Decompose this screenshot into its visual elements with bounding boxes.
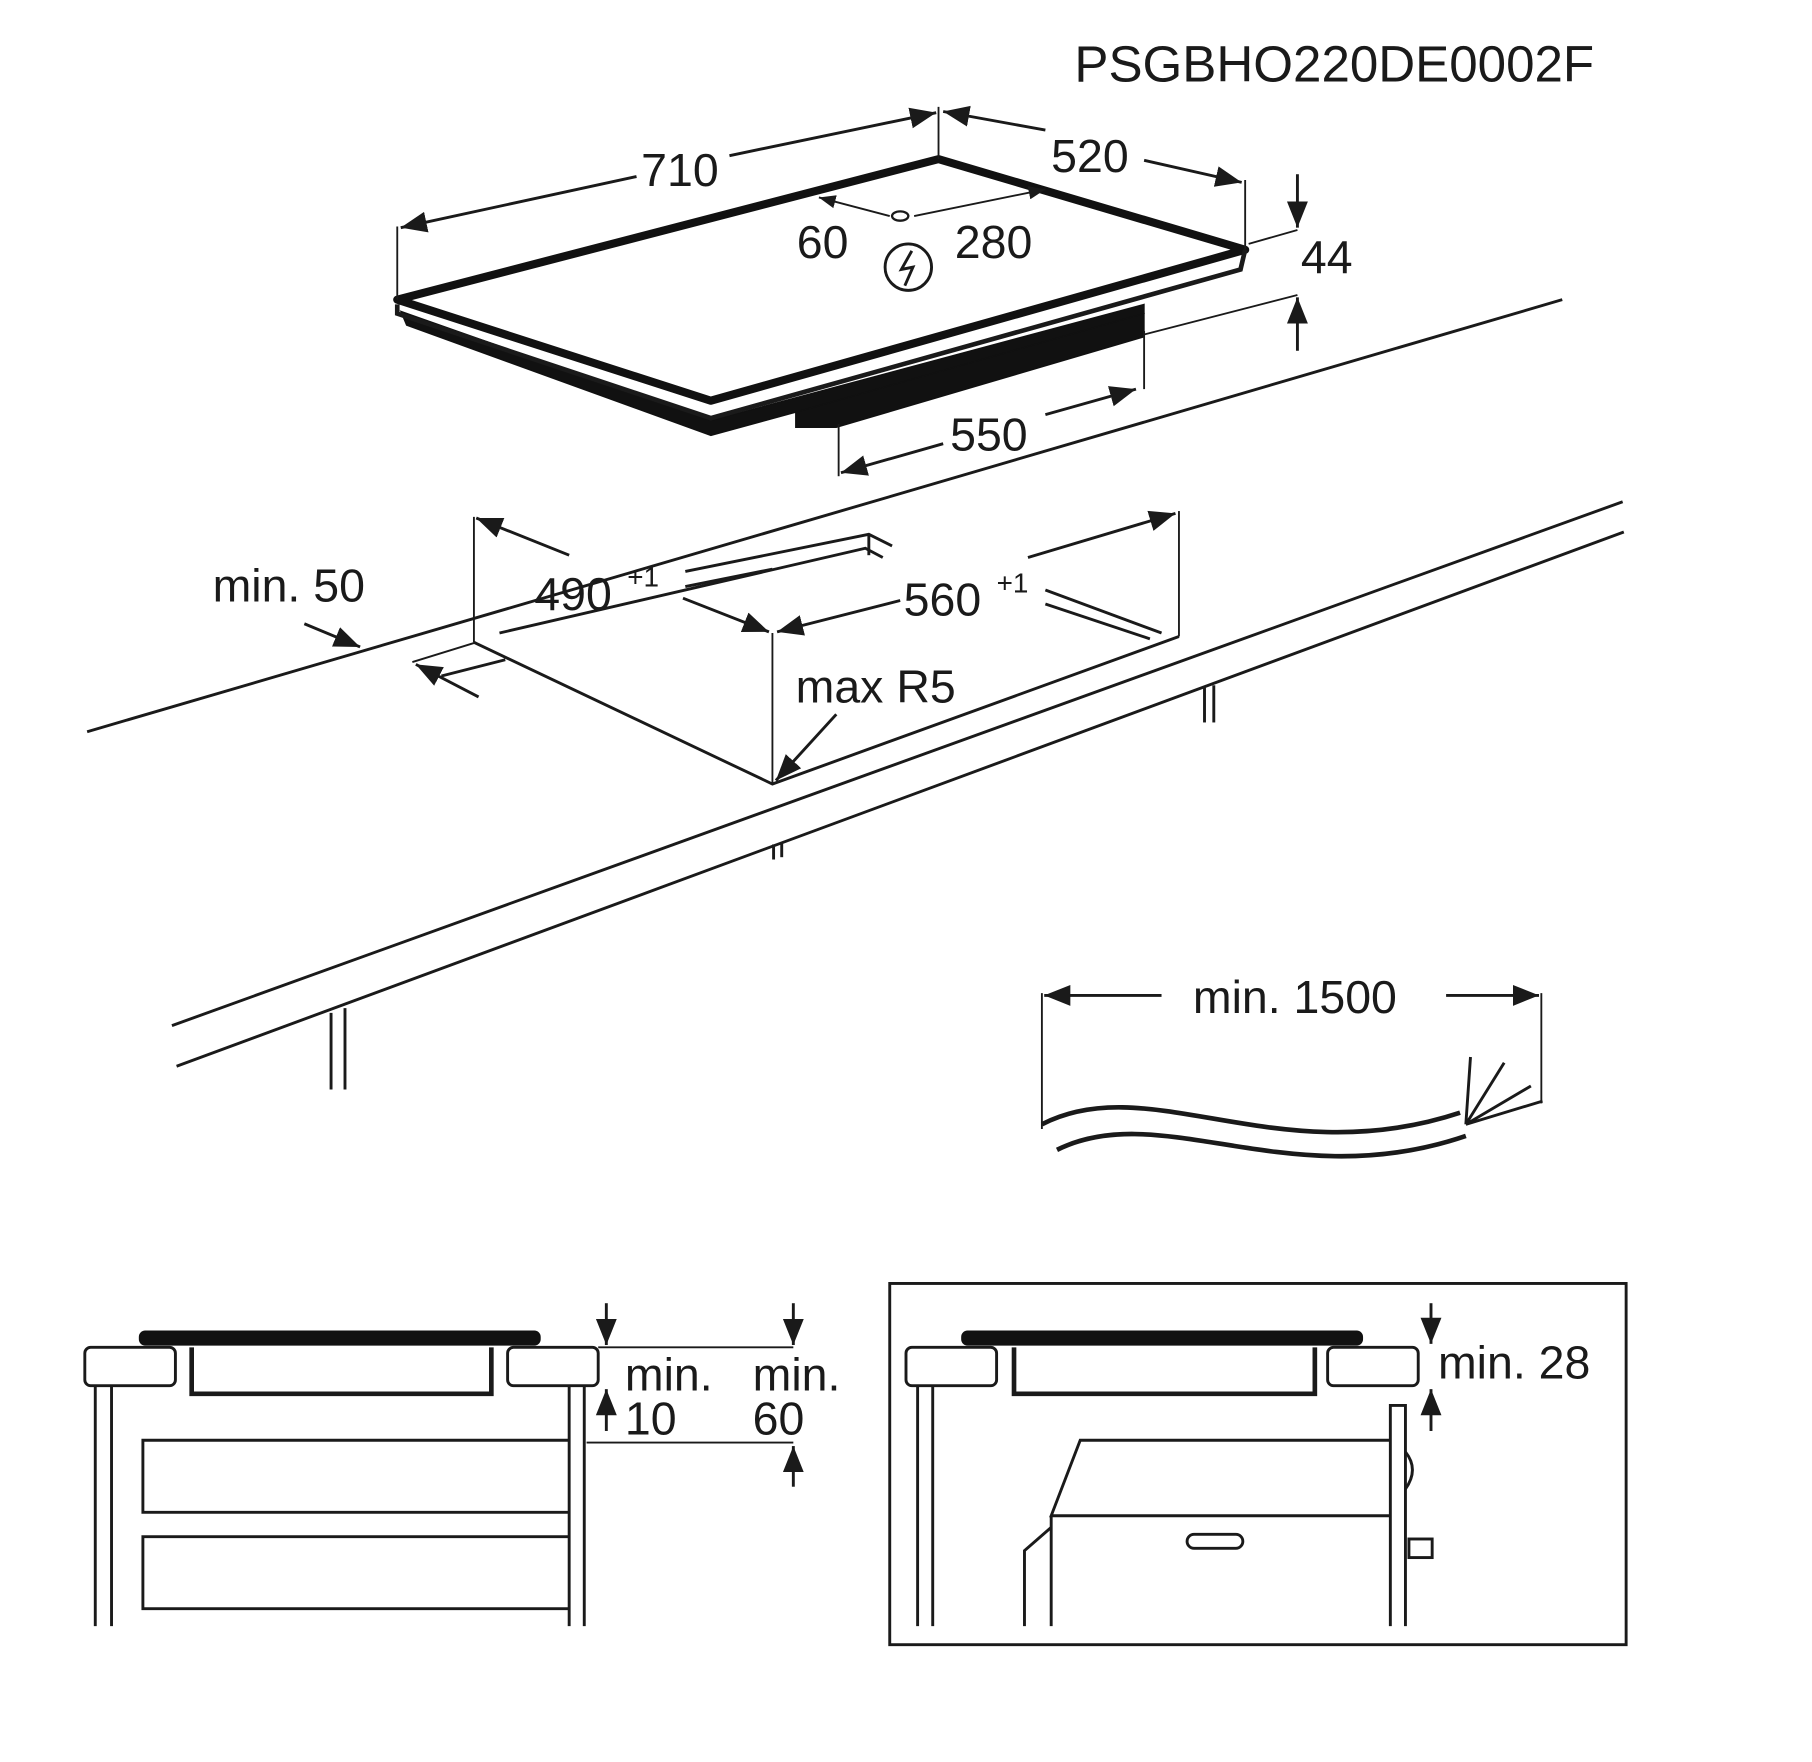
oven-handle [1185,1532,1245,1550]
hob-dimensions: 710 520 60 280 44 550 [396,105,1353,477]
dim-conn-left: 60 [797,216,849,268]
countertop [86,298,1625,1090]
dim-gap-60: 60 [753,1392,805,1444]
dim-depth: 520 [1051,130,1129,182]
dim-cutout-depth: 490 [534,568,612,620]
section-drawer-unit: min. 10 min. 60 [83,1303,841,1627]
dim-height: 44 [1301,231,1353,283]
hob-underside [399,303,1145,437]
section-frame [888,1282,1628,1647]
min-label-1: min. [625,1348,713,1400]
dim-width: 710 [641,144,719,196]
cutout: 490 +1 560 +1 min. 50 max R5 [213,510,1180,786]
supply-cable: min. 1500 [1040,971,1543,1159]
dim-body-width: 550 [950,409,1028,461]
min-label-2: min. [753,1348,841,1400]
drawing-code: PSGBHO220DE0002F [1074,35,1594,92]
dim-cutout-width-tolerance: +1 [997,567,1029,598]
dim-cutout-width: 560 [904,574,982,626]
dim-gap-10: 10 [625,1392,677,1444]
dim-corner-radius: max R5 [796,661,956,713]
electrical-connection-icon [883,242,934,292]
dim-min-worktop: min. 28 [1438,1337,1590,1389]
dim-cable-length: min. 1500 [1193,971,1397,1023]
dim-cutout-depth-tolerance: +1 [627,562,659,593]
section-oven-unit: min. 28 [888,1282,1628,1647]
dim-min-edge: min. 50 [213,560,365,612]
dim-conn-right: 280 [955,216,1033,268]
